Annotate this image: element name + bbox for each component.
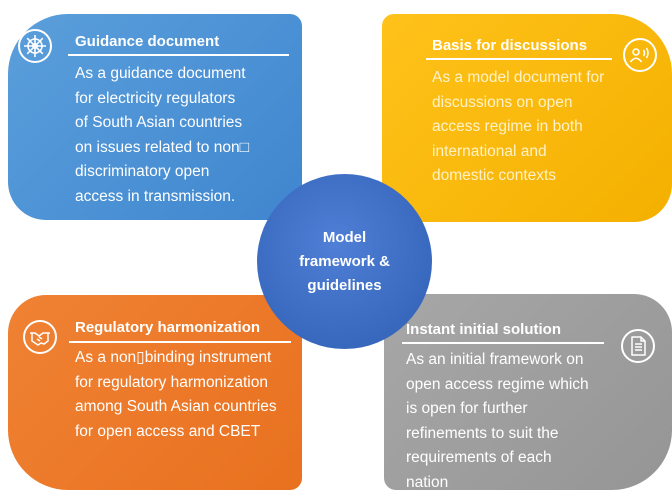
text-line: open access regime which: [406, 375, 589, 393]
basis-for-discussions-text: As a model document for discussions on o…: [432, 66, 668, 189]
basis-for-discussions-title: Basis for discussions: [432, 37, 588, 54]
speaking-person-icon: [623, 38, 657, 72]
handshake-icon: [23, 320, 57, 354]
text-line: for open access and CBET: [75, 422, 261, 440]
guidance-document-title: Guidance document: [75, 33, 220, 50]
text-line: domestic contexts: [432, 167, 557, 184]
text-line: of South Asian countries: [75, 114, 243, 131]
title-underline: [68, 54, 289, 56]
instant-initial-solution-title: Instant initial solution: [406, 321, 561, 338]
center-label-line: Model: [322, 229, 367, 246]
guidance-document-text: As a guidance document for electricity r…: [75, 62, 295, 209]
title-underline: [402, 342, 604, 344]
center-label-line: framework &: [299, 253, 390, 270]
text-line: nation: [406, 473, 449, 491]
instant-initial-solution-panel: Instant initial solution As an initial f…: [384, 294, 672, 491]
ship-wheel-icon: [18, 29, 52, 63]
text-line: among South Asian countries: [75, 398, 277, 415]
text-line: for electricity regulators: [75, 89, 236, 107]
text-line: discriminatory open: [75, 163, 210, 180]
regulatory-harmonization-title: Regulatory harmonization: [75, 319, 261, 336]
title-underline: [69, 341, 291, 343]
document-icon: [621, 329, 655, 363]
text-line: is open for further: [406, 400, 528, 417]
text-line: access in transmission.: [75, 187, 236, 205]
text-line: international and: [432, 142, 547, 160]
text-line: discussions on open: [432, 93, 573, 111]
text-line: refinements to suit the: [406, 424, 559, 442]
instant-initial-solution-text: As an initial framework on open access r…: [406, 348, 626, 495]
text-line: As a non▯binding instrument: [75, 349, 272, 366]
text-line: access regime in both: [432, 118, 583, 135]
text-line: on issues related to non□: [75, 138, 249, 156]
text-line: As an initial framework on: [406, 351, 584, 368]
center-circle: Model framework & guidelines: [257, 174, 432, 349]
title-underline: [426, 58, 612, 60]
text-line: As a guidance document: [75, 65, 246, 82]
center-label: Model framework & guidelines: [257, 226, 432, 298]
text-line: As a model document for: [432, 69, 605, 86]
basis-for-discussions-panel: Basis for discussions As a model documen…: [382, 14, 672, 222]
text-line: for regulatory harmonization: [75, 373, 268, 391]
center-label-line: guidelines: [307, 277, 382, 294]
regulatory-harmonization-text: As a non▯binding instrument for regulato…: [75, 346, 300, 444]
regulatory-harmonization-panel: Regulatory harmonization As a non▯bindin…: [8, 295, 302, 490]
guidance-document-panel: Guidance document As a guidance document…: [8, 14, 302, 220]
text-line: requirements of each: [406, 449, 552, 466]
